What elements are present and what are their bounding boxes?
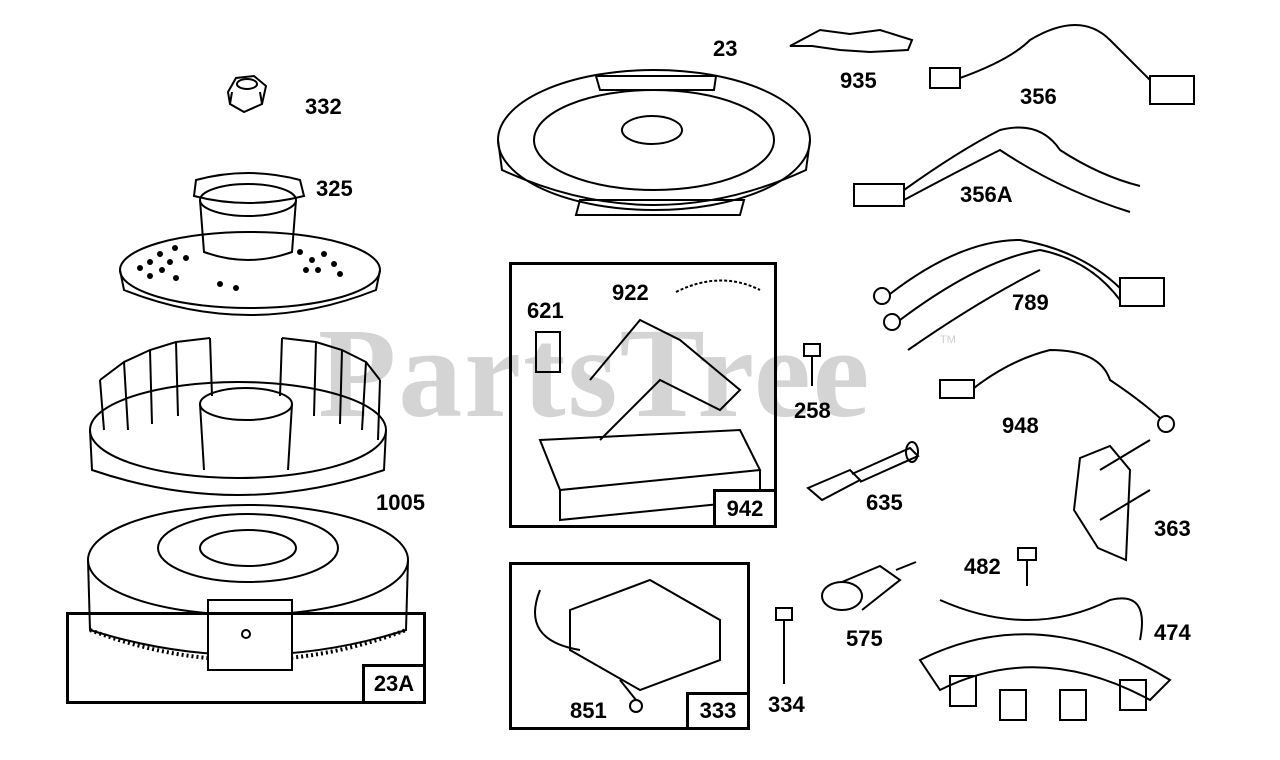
part-label-482[interactable]: 482	[964, 554, 1001, 579]
armature-333-drawing	[534, 578, 721, 713]
fitting-635-drawing	[806, 441, 920, 502]
parts-tree-watermark: PartsTree	[318, 302, 872, 444]
wire-948-drawing	[939, 348, 1175, 433]
part-label-922[interactable]: 922	[612, 280, 649, 305]
governor-942-drawing	[535, 279, 762, 522]
part-label-1005[interactable]: 1005	[376, 490, 425, 515]
harness-789-drawing	[873, 238, 1165, 351]
part-label-258[interactable]: 258	[794, 398, 831, 423]
wire-356-drawing	[929, 24, 1195, 105]
part-label-621[interactable]: 621	[527, 298, 564, 323]
fan-1005-drawing	[89, 337, 387, 496]
assembly-label-942[interactable]: 942	[713, 489, 777, 528]
stator-474-drawing	[918, 597, 1172, 721]
part-label-356[interactable]: 356	[1020, 84, 1057, 109]
assembly-box-942	[509, 262, 777, 528]
nut-332-drawing	[226, 74, 268, 114]
part-label-325[interactable]: 325	[316, 176, 353, 201]
part-label-334[interactable]: 334	[768, 692, 805, 717]
bolt-482-drawing	[1017, 547, 1037, 586]
part-label-356A[interactable]: 356A	[960, 182, 1013, 207]
part-label-474[interactable]: 474	[1154, 620, 1191, 645]
bracket-363-drawing	[1072, 439, 1151, 562]
assembly-box-333	[509, 562, 750, 730]
part-label-789[interactable]: 789	[1012, 290, 1049, 315]
wire-356A-drawing	[853, 126, 1141, 213]
part-label-363[interactable]: 363	[1154, 516, 1191, 541]
part-label-332[interactable]: 332	[305, 94, 342, 119]
trademark-mark: TM	[940, 334, 956, 346]
part-label-935[interactable]: 935	[840, 68, 877, 93]
assembly-box-23A	[66, 612, 426, 704]
part-label-635[interactable]: 635	[866, 490, 903, 515]
clip-935-drawing	[789, 28, 914, 54]
assembly-label-23A[interactable]: 23A	[362, 664, 426, 704]
switch-575-drawing	[821, 561, 917, 611]
flywheel-23-drawing	[497, 69, 811, 216]
bolt-334-drawing	[775, 607, 793, 684]
assembly-label-333[interactable]: 333	[686, 692, 750, 730]
bolt-258-drawing	[803, 343, 821, 386]
part-label-851[interactable]: 851	[570, 698, 607, 723]
part-label-23[interactable]: 23	[713, 36, 738, 61]
part-label-948[interactable]: 948	[1002, 413, 1039, 438]
retainer-cup-325-drawing	[119, 172, 381, 316]
flywheel-23A-drawing	[87, 504, 409, 671]
part-label-575[interactable]: 575	[846, 626, 883, 651]
